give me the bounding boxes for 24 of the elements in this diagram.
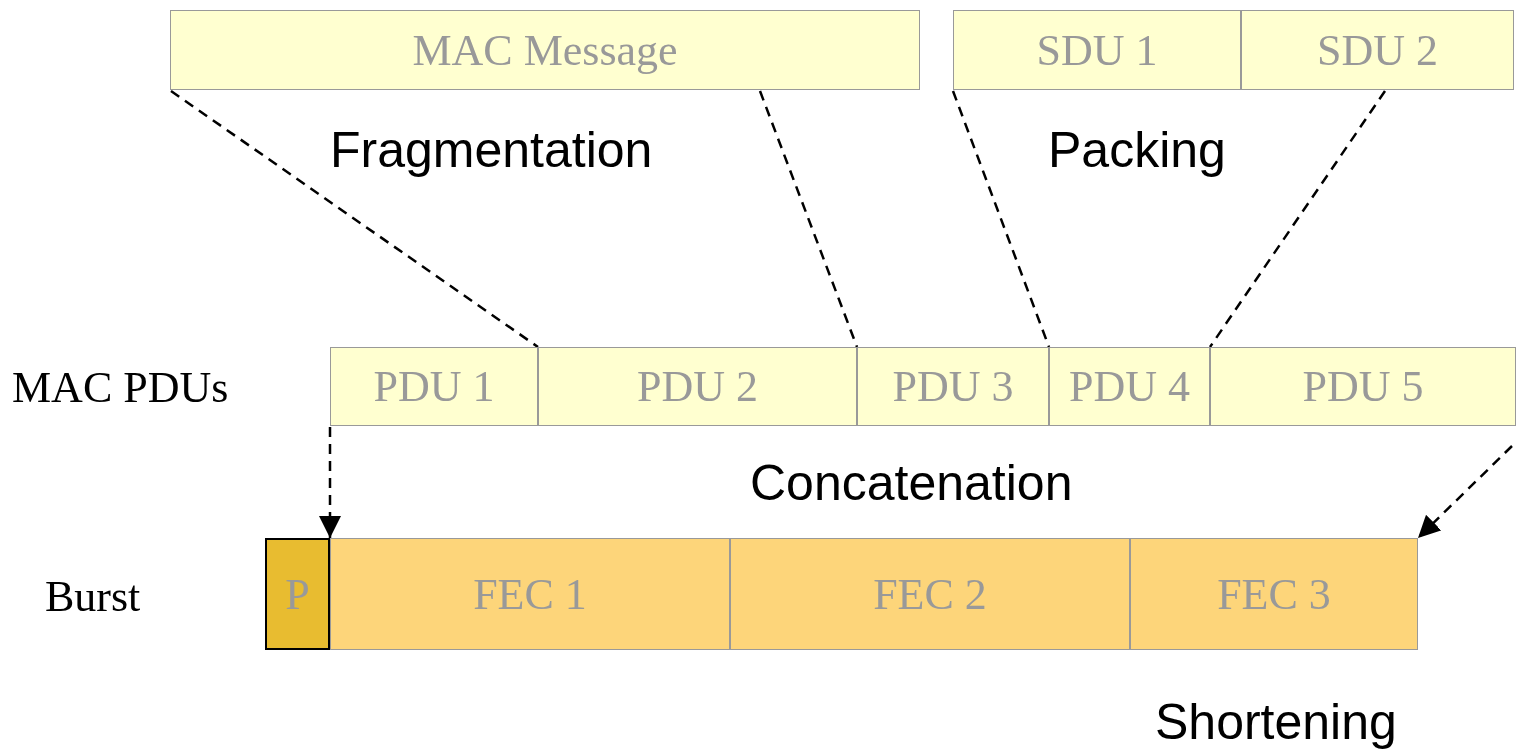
data-field: SDU 1: [953, 10, 1241, 90]
row-label: MAC PDUs: [12, 366, 229, 410]
data-field: SDU 2: [1241, 10, 1514, 90]
dashed-line: [170, 89, 539, 349]
row-label: Burst: [45, 575, 141, 619]
data-field: MAC Message: [170, 10, 920, 90]
process-label: Shortening: [1155, 697, 1397, 747]
dashed-line: [758, 90, 859, 348]
data-field: PDU 3: [857, 347, 1049, 426]
arrow: [1417, 445, 1513, 539]
dashed-line: [1208, 90, 1387, 348]
preamble-field: P: [265, 538, 330, 650]
dashed-line: [951, 90, 1051, 348]
data-field: FEC 1: [330, 538, 730, 650]
data-field: PDU 5: [1210, 347, 1516, 426]
data-field: FEC 3: [1130, 538, 1418, 650]
data-field: PDU 4: [1049, 347, 1210, 426]
data-field: PDU 2: [538, 347, 857, 426]
process-label: Packing: [1048, 125, 1226, 175]
process-label: Concatenation: [750, 458, 1073, 508]
arrow: [319, 427, 341, 538]
data-field: PDU 1: [330, 347, 538, 426]
process-label: Fragmentation: [330, 125, 653, 175]
data-field: FEC 2: [730, 538, 1130, 650]
